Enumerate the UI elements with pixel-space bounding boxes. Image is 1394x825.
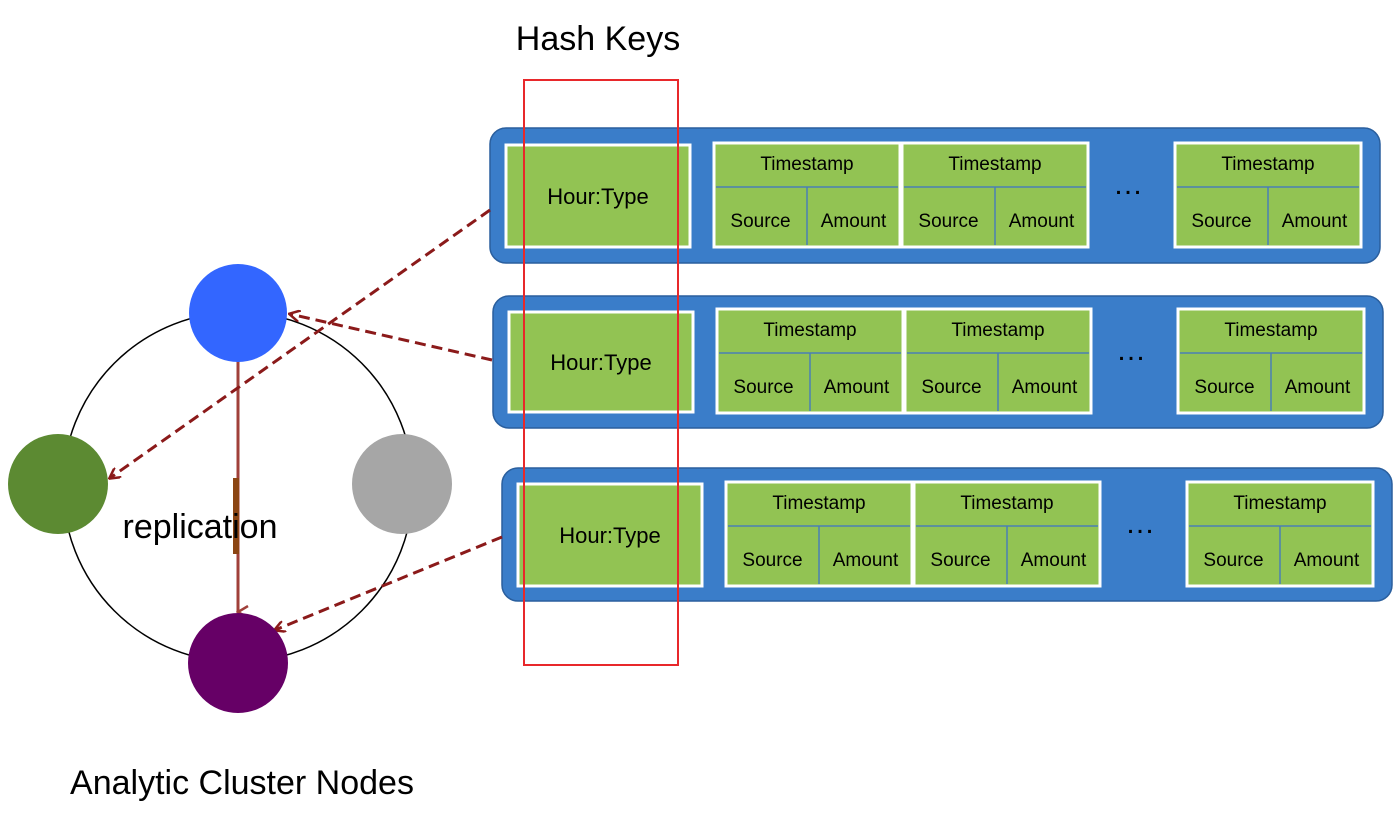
cell-amount-label: Amount [824,377,890,398]
cell-header-label: Timestamp [772,493,865,514]
cell-source-label: Source [921,377,981,398]
mapping-arrow-row3-to-purple-node [275,535,503,630]
ellipsis-label: … [1113,168,1143,201]
mapping-arrow-row1-to-green-node [110,208,491,478]
cluster-node-gray [352,434,452,534]
cell-amount-label: Amount [1294,550,1360,571]
cell-amount-label: Amount [1009,211,1075,232]
cell-source-label: Source [918,211,978,232]
cell-amount-label: Amount [1012,377,1078,398]
cell-source-label: Source [742,550,802,571]
row-key-label: Hour:Type [547,184,649,209]
cell-source-label: Source [1203,550,1263,571]
cell-header-label: Timestamp [1224,320,1317,341]
row-key-label: Hour:Type [559,523,661,548]
cluster-node-purple [188,613,288,713]
cell-amount-label: Amount [1021,550,1087,571]
hash-keys-title: Hash Keys [516,20,680,58]
cluster-node-blue [189,264,287,362]
cell-source-label: Source [930,550,990,571]
row-key-cell [507,310,695,414]
cell-source-label: Source [1194,377,1254,398]
ellipsis-label: … [1125,507,1155,540]
cluster-nodes-label: Analytic Cluster Nodes [70,764,414,802]
cell-header-label: Timestamp [960,493,1053,514]
cell-amount-label: Amount [833,550,899,571]
cell-source-label: Source [730,211,790,232]
cell-source-label: Source [1191,211,1251,232]
replication-label: replication [123,508,278,546]
replication-arrow [233,360,239,612]
cell-header-label: Timestamp [763,320,856,341]
row-key-cell [504,143,692,249]
cell-header-label: Timestamp [951,320,1044,341]
row-key-label: Hour:Type [550,350,652,375]
cell-header-label: Timestamp [1233,493,1326,514]
mapping-arrow-row2-to-blue-node [290,314,493,362]
hash-keys-highlight-box [523,79,679,666]
cluster-node-green [8,434,108,534]
row-key-cell [516,482,704,588]
cell-amount-label: Amount [1282,211,1348,232]
cell-header-label: Timestamp [948,154,1041,175]
cell-header-label: Timestamp [760,154,853,175]
cell-amount-label: Amount [1285,377,1351,398]
cell-header-label: Timestamp [1221,154,1314,175]
cell-amount-label: Amount [821,211,887,232]
cell-source-label: Source [733,377,793,398]
ellipsis-label: … [1116,334,1146,367]
